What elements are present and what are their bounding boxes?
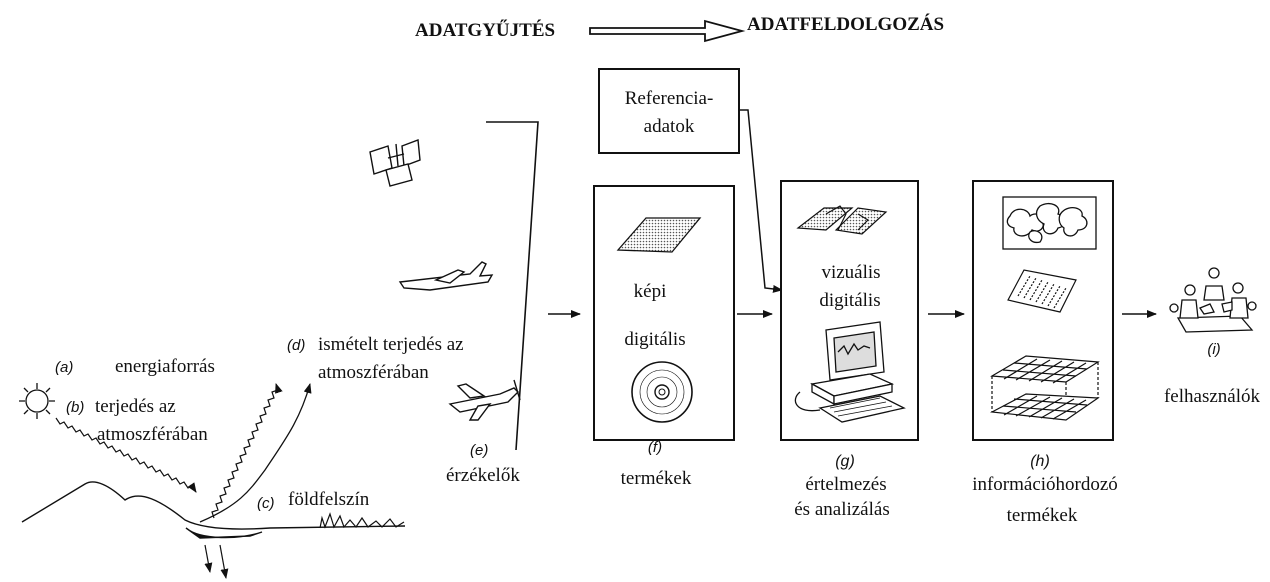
cd-icon (631, 361, 693, 423)
header-data-collection: ADATGYŰJTÉS (415, 19, 555, 41)
label-b-letter: (b) (66, 399, 84, 416)
label-e-sensors: érzékelők (446, 465, 520, 486)
table-icon (1007, 269, 1077, 313)
big-arrow-icon (589, 19, 746, 43)
sun-icon (19, 383, 55, 419)
label-h-line1: információhordozó (972, 474, 1118, 495)
mountains-icon (21, 481, 406, 539)
label-f-letter: (f) (648, 439, 662, 456)
reference-data-box: Referencia- adatok (598, 68, 740, 154)
reference-line1: Referencia- (625, 88, 714, 109)
label-a-energy-source: energiaforrás (115, 356, 215, 377)
users-meeting-icon (1169, 267, 1257, 333)
grid-layers-icon (989, 355, 1100, 421)
label-b-line1: terjedés az (95, 396, 176, 417)
sensor-bracket (486, 121, 539, 451)
label-d-letter: (d) (287, 337, 305, 354)
map-icon (1002, 196, 1097, 250)
reflected-radiation-wave (211, 383, 283, 519)
label-a-letter: (a) (55, 359, 73, 376)
stereo-image-icon (796, 205, 888, 235)
products-line2: digitális (624, 329, 685, 350)
label-i-letter: (i) (1207, 341, 1220, 358)
label-b-line2: atmoszférában (97, 424, 208, 445)
label-f-products: termékek (621, 468, 692, 489)
label-c-letter: (c) (257, 495, 275, 512)
reference-arrow (739, 109, 783, 293)
image-sheet-icon (616, 217, 702, 253)
label-d-line1: ismételt terjedés az (318, 334, 464, 355)
products-line1: képi (634, 281, 667, 302)
label-h-line2: termékek (1007, 505, 1078, 526)
label-c-earth-surface: földfelszín (288, 489, 370, 510)
interpretation-line2: digitális (819, 290, 880, 311)
label-e-letter: (e) (470, 442, 488, 459)
propeller-plane-icon (448, 379, 521, 421)
label-g-letter: (g) (835, 453, 855, 470)
interpretation-line1: vizuális (821, 262, 880, 283)
label-g-line1: értelmezés (805, 474, 886, 495)
header-data-processing: ADATFELDOLGOZÁS (747, 13, 944, 35)
computer-icon (794, 321, 906, 423)
absorbed-arrow-1 (204, 544, 213, 573)
jet-icon (398, 261, 494, 291)
label-h-letter: (h) (1030, 453, 1050, 470)
incoming-radiation-wave (55, 417, 197, 493)
label-d-line2: atmoszférában (318, 362, 429, 383)
absorbed-arrow-2 (219, 544, 229, 579)
satellite-icon (369, 139, 421, 187)
reference-line2: adatok (644, 116, 695, 137)
label-i-users: felhasználók (1164, 386, 1261, 407)
emitted-radiation-curve (199, 383, 312, 523)
label-g-line2: és analizálás (794, 499, 889, 520)
